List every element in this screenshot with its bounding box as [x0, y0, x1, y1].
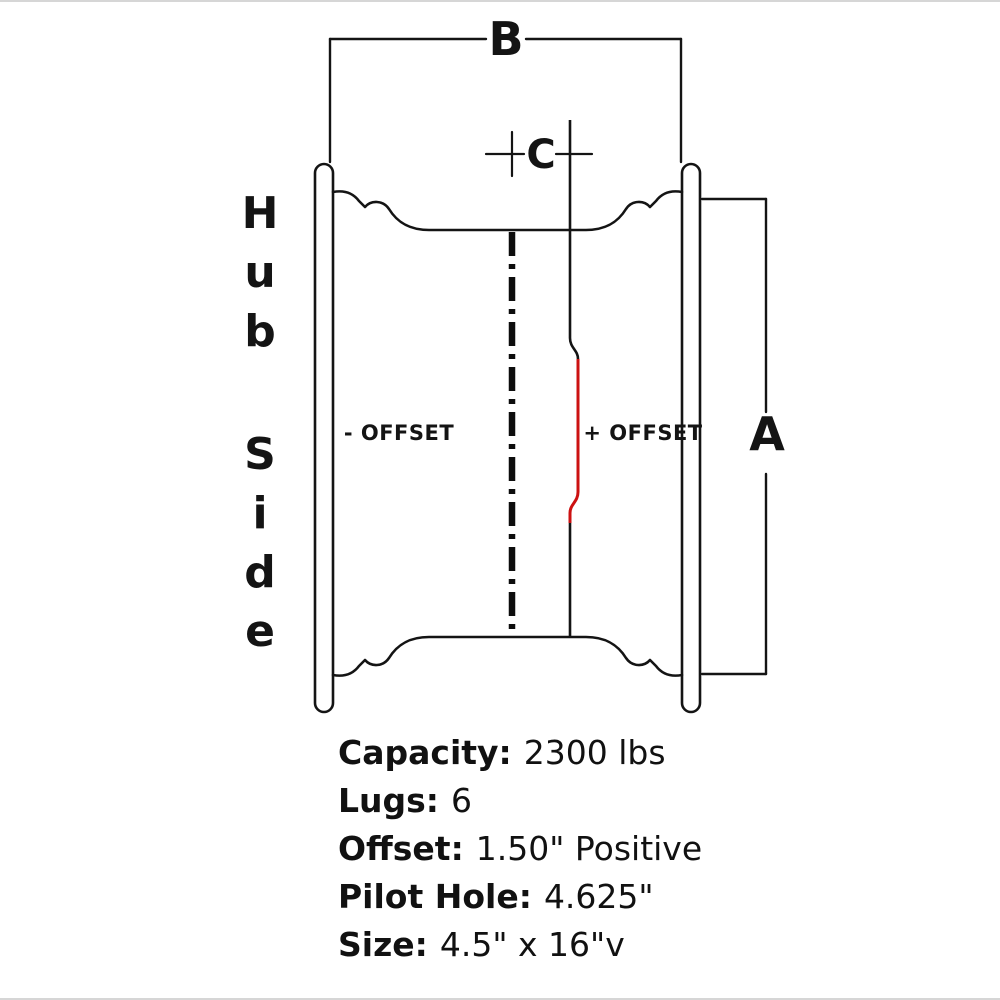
spec-label: Lugs: [338, 781, 439, 820]
left-rim-flange [313, 162, 335, 714]
rim-top-profile [331, 190, 684, 232]
negative-offset-label: - OFFSET [344, 421, 455, 445]
spec-value: 6 [450, 781, 472, 820]
spec-label: Size: [338, 925, 428, 964]
wheel-specs-list: Capacity: 2300 lbs Lugs: 6 Offset: 1.50" Po… [338, 729, 702, 969]
mounting-face-offset-highlight [568, 359, 580, 523]
dimension-b [328, 37, 683, 164]
hub-side-letter: e [245, 606, 275, 657]
hub-side-letter: S [244, 429, 276, 480]
wheel-rim-outline [313, 162, 702, 714]
hub-side-letter: i [252, 488, 268, 539]
dim-b-label: B [488, 12, 523, 66]
spec-row-capacity: Capacity: 2300 lbs [338, 729, 702, 777]
spec-row-offset: Offset: 1.50" Positive [338, 825, 702, 873]
spec-value: 1.50" Positive [475, 829, 703, 868]
spec-value: 2300 lbs [523, 733, 666, 772]
hub-side-letter: b [244, 306, 276, 357]
rim-bottom-profile [331, 635, 684, 677]
spec-label: Pilot Hole: [338, 877, 532, 916]
positive-offset-label: + OFFSET [583, 421, 702, 445]
spec-label: Offset: [338, 829, 464, 868]
hub-side-letter: H [241, 188, 279, 239]
spec-row-pilot-hole: Pilot Hole: 4.625" [338, 873, 702, 921]
spec-value: 4.625" [543, 877, 654, 916]
spec-row-size: Size: 4.5" x 16"v [338, 921, 702, 969]
hub-side-letter: u [244, 247, 276, 298]
dim-c-label: C [526, 132, 555, 178]
spec-value: 4.5" x 16"v [439, 925, 625, 964]
mounting-face-upper [568, 120, 580, 360]
spec-row-lugs: Lugs: 6 [338, 777, 702, 825]
dimension-a [700, 197, 768, 676]
hub-side-label: H u b S i d e [234, 184, 286, 661]
wheel-cross-section-diagram: B C A - OFFSET + OFFSET [313, 12, 785, 714]
hub-side-letter: d [244, 547, 276, 598]
spec-label: Capacity: [338, 733, 512, 772]
dimension-c [484, 130, 594, 178]
right-rim-flange [680, 162, 702, 714]
dim-a-label: A [749, 407, 785, 461]
